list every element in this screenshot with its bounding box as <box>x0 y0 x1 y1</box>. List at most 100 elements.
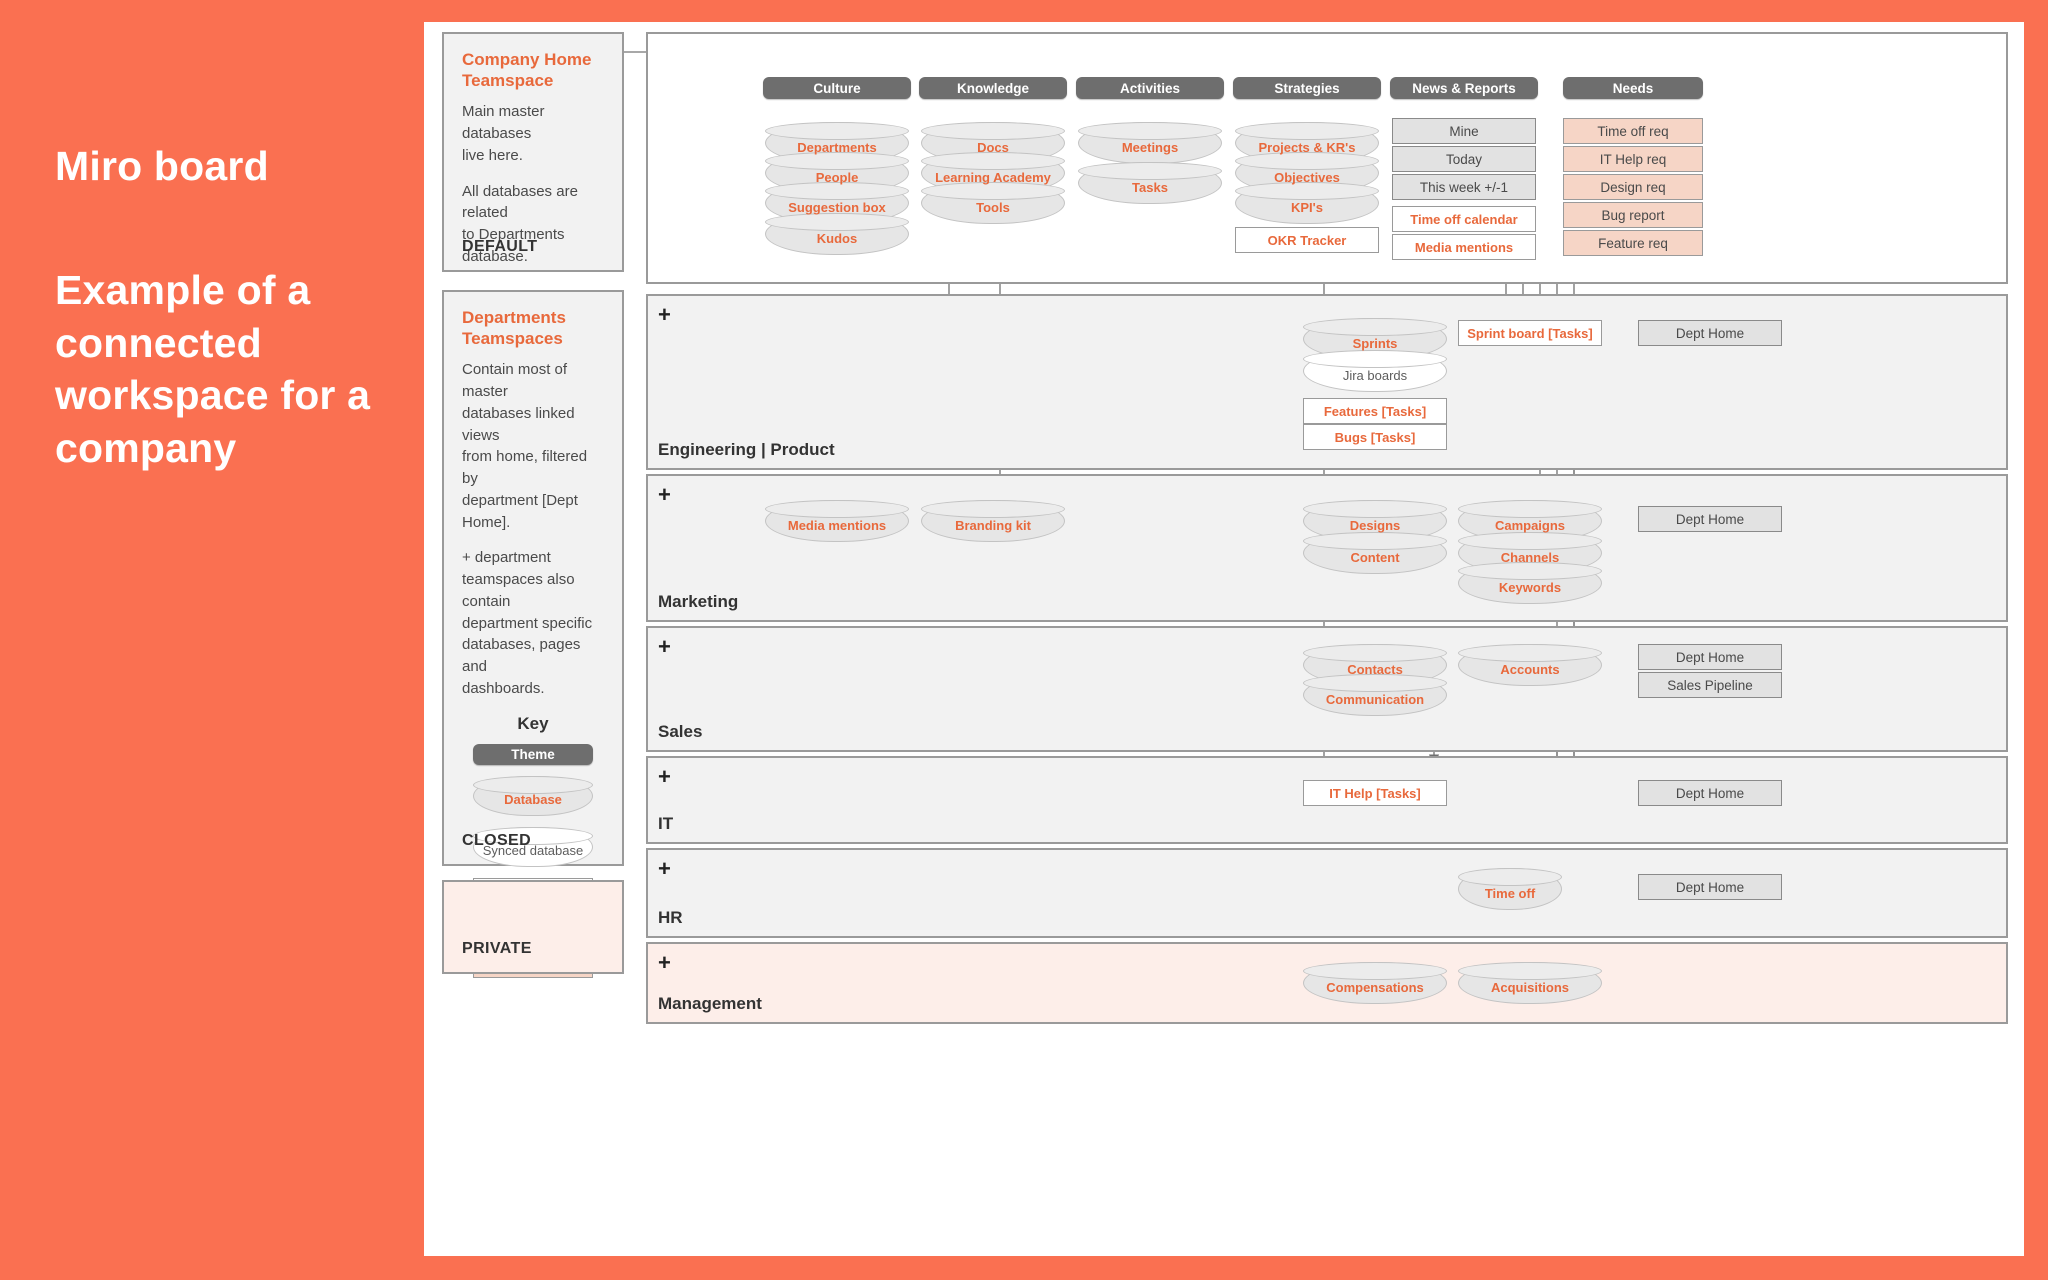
lane-hr: + HR Time off Dept Home <box>646 848 2008 938</box>
button-bug-report[interactable]: Bug report <box>1563 202 1703 228</box>
lane-marketing: + Marketing Media mentions Branding kit … <box>646 474 2008 622</box>
theme-news-reports[interactable]: News & Reports <box>1390 77 1538 99</box>
db-acquisitions[interactable]: Acquisitions <box>1458 962 1602 1004</box>
node-label: Bugs [Tasks] <box>1334 429 1416 445</box>
key-label: Theme <box>511 746 555 762</box>
button-feature-req[interactable]: Feature req <box>1563 230 1703 256</box>
sidebar-card-private[interactable]: PRIVATE <box>442 880 624 974</box>
node-label: Meetings <box>1121 140 1179 155</box>
dashboard-dept-home-it[interactable]: Dept Home <box>1638 780 1782 806</box>
lane-label: Management <box>658 994 762 1013</box>
button-design-req[interactable]: Design req <box>1563 174 1703 200</box>
lane-plus[interactable]: + <box>658 302 671 327</box>
view-features-tasks[interactable]: Features [Tasks] <box>1303 398 1447 424</box>
db-compensations[interactable]: Compensations <box>1303 962 1447 1004</box>
key-title: Key <box>517 713 549 733</box>
node-label: Learning Academy <box>935 170 1051 185</box>
card-paragraph: + department teamspaces also contain dep… <box>462 549 593 697</box>
card-paragraph: Main master databases live here. <box>462 103 545 164</box>
caption-title: Miro board <box>55 143 269 189</box>
db-keywords[interactable]: Keywords <box>1458 562 1602 604</box>
db-kudos[interactable]: Kudos <box>765 213 909 255</box>
node-label: Dept Home <box>1675 649 1745 665</box>
db-tasks[interactable]: Tasks <box>1078 162 1222 204</box>
theme-label: Culture <box>813 80 861 96</box>
node-label: Channels <box>1500 550 1560 565</box>
card-footer-private: PRIVATE <box>462 940 532 957</box>
view-it-help-tasks[interactable]: IT Help [Tasks] <box>1303 780 1447 806</box>
node-label: Accounts <box>1500 662 1560 677</box>
card-footer-closed: CLOSED <box>462 832 532 849</box>
db-kpis[interactable]: KPI's <box>1235 182 1379 224</box>
node-label: Branding kit <box>955 518 1031 533</box>
node-label: Dept Home <box>1675 325 1745 341</box>
dashboard-sales-pipeline[interactable]: Sales Pipeline <box>1638 672 1782 698</box>
node-label: Designs <box>1349 518 1401 533</box>
dashboard-mine[interactable]: Mine <box>1392 118 1536 144</box>
dashboard-today[interactable]: Today <box>1392 146 1536 172</box>
node-label: Keywords <box>1498 580 1562 595</box>
db-meetings[interactable]: Meetings <box>1078 122 1222 164</box>
lane-label: Sales <box>658 722 703 741</box>
db-tools[interactable]: Tools <box>921 182 1065 224</box>
theme-label: Knowledge <box>956 80 1029 96</box>
view-sprint-board-tasks[interactable]: Sprint board [Tasks] <box>1458 320 1602 346</box>
view-media-mentions[interactable]: Media mentions <box>1392 234 1536 260</box>
theme-strategies[interactable]: Strategies <box>1233 77 1381 99</box>
lane-plus[interactable]: + <box>658 764 671 789</box>
lane-plus[interactable]: + <box>658 482 671 507</box>
node-label: Content <box>1350 550 1400 565</box>
lane-label: HR <box>658 908 683 927</box>
dashboard-this-week[interactable]: This week +/-1 <box>1392 174 1536 200</box>
lane-label: Marketing <box>658 592 739 611</box>
key-item-database: Database <box>473 775 593 816</box>
key-label: Synced database <box>482 842 584 858</box>
node-label: Design req <box>1600 179 1666 195</box>
db-accounts[interactable]: Accounts <box>1458 644 1602 686</box>
card-footer-default: DEFAULT <box>462 238 538 255</box>
lane-plus[interactable]: + <box>658 634 671 659</box>
dashboard-dept-home-hr[interactable]: Dept Home <box>1638 874 1782 900</box>
lane-it: + IT IT Help [Tasks] Dept Home <box>646 756 2008 844</box>
button-time-off-req[interactable]: Time off req <box>1563 118 1703 144</box>
lane-label: IT <box>658 814 674 833</box>
dashboard-dept-home-sales[interactable]: Dept Home <box>1638 644 1782 670</box>
node-label: Projects & KR's <box>1258 140 1356 155</box>
db-content[interactable]: Content <box>1303 532 1447 574</box>
db-branding-kit[interactable]: Branding kit <box>921 500 1065 542</box>
node-label: Acquisitions <box>1490 980 1569 995</box>
sidebar-card-default[interactable]: Company Home Teamspace Main master datab… <box>442 32 624 272</box>
view-bugs-tasks[interactable]: Bugs [Tasks] <box>1303 424 1447 450</box>
db-time-off[interactable]: Time off <box>1458 868 1562 910</box>
node-label: Sales Pipeline <box>1667 677 1753 693</box>
lane-label: Engineering | Product <box>658 440 835 459</box>
lane-plus[interactable]: + <box>658 856 671 881</box>
node-label: Dept Home <box>1675 511 1745 527</box>
node-label: Communication <box>1325 692 1425 707</box>
theme-needs[interactable]: Needs <box>1563 77 1703 99</box>
key-item-theme: Theme <box>473 743 593 765</box>
node-label: Kudos <box>816 231 858 246</box>
lane-plus[interactable]: + <box>658 950 671 975</box>
button-it-help-req[interactable]: IT Help req <box>1563 146 1703 172</box>
view-okr-tracker[interactable]: OKR Tracker <box>1235 227 1379 253</box>
node-label: Contacts <box>1347 662 1403 677</box>
dashboard-dept-home-engineering[interactable]: Dept Home <box>1638 320 1782 346</box>
node-label: IT Help req <box>1599 151 1667 167</box>
node-label: Tools <box>976 200 1010 215</box>
db-jira-boards[interactable]: Jira boards <box>1303 350 1447 392</box>
dashboard-dept-home-marketing[interactable]: Dept Home <box>1638 506 1782 532</box>
theme-label: News & Reports <box>1412 80 1516 96</box>
node-label: Bug report <box>1601 207 1665 223</box>
theme-culture[interactable]: Culture <box>763 77 911 99</box>
key-label: Database <box>504 791 562 807</box>
key-item-synced-database: Synced database <box>473 826 593 867</box>
sidebar-card-closed[interactable]: Departments Teamspaces Contain most of m… <box>442 290 624 978</box>
node-label: People <box>815 170 859 185</box>
view-time-off-calendar[interactable]: Time off calendar <box>1392 206 1536 232</box>
theme-activities[interactable]: Activities <box>1076 77 1224 99</box>
theme-knowledge[interactable]: Knowledge <box>919 77 1067 99</box>
node-label: Objectives <box>1274 170 1340 185</box>
db-media-mentions-marketing[interactable]: Media mentions <box>765 500 909 542</box>
db-communication[interactable]: Communication <box>1303 674 1447 716</box>
